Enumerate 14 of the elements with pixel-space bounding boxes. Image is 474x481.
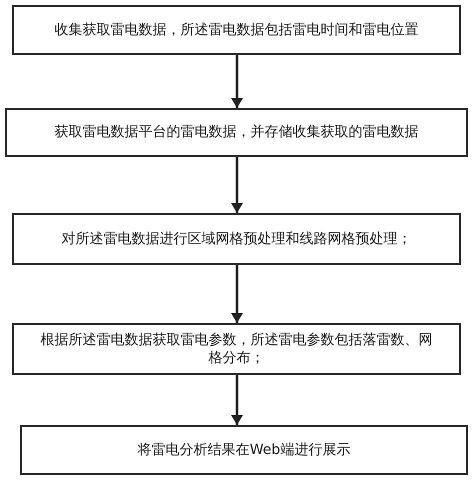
process-box	[12, 5, 461, 55]
process-box	[12, 323, 461, 375]
step-text: 将雷电分析结果在Web端进行展示	[138, 440, 350, 460]
step-text: 收集获取雷电数据，所述雷电数据包括雷电时间和雷电位置	[54, 20, 418, 40]
arrow	[231, 157, 243, 213]
step-text: 对所述雷电数据进行区域网格预处理和线路网格预处理；	[62, 230, 412, 248]
process-box	[12, 213, 461, 265]
process-box	[20, 425, 468, 475]
arrow	[231, 375, 243, 425]
arrow	[231, 55, 243, 108]
arrow	[231, 265, 243, 323]
process-box	[5, 108, 468, 157]
step-text: 获取雷电数据平台的雷电数据，并存储收集获取的雷电数据	[54, 123, 418, 142]
step-text: 根据所述雷电数据获取雷电参数，所述雷电参数包括落雷数、网格分布；	[40, 330, 434, 368]
